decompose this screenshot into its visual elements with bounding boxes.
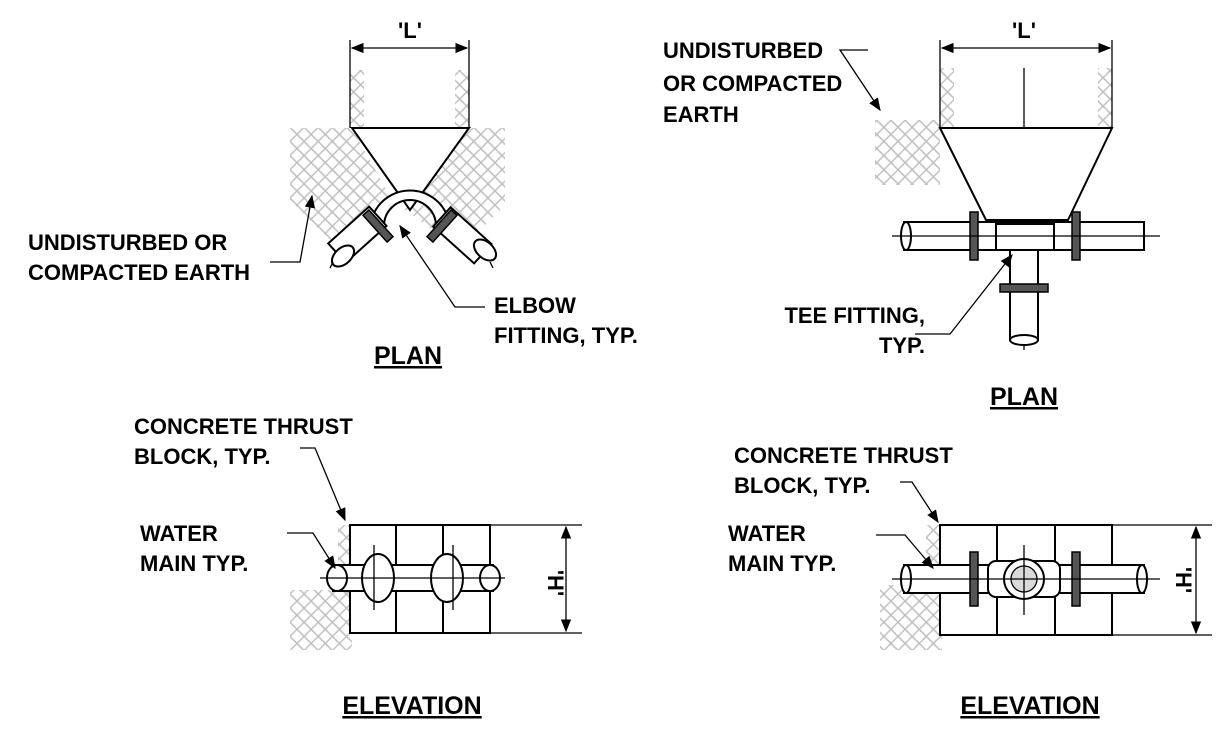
right-plan-view: 'L' UNDISTURBED OR COMPACTED EARTH TEE F… [663, 18, 1160, 411]
view-title: PLAN [990, 383, 1058, 411]
earth-label: COMPACTED EARTH [28, 260, 250, 285]
fitting-label: TEE FITTING, [784, 303, 925, 328]
fitting-label: TYP. [879, 333, 925, 358]
view-title: ELEVATION [960, 692, 1099, 720]
earth-hatch [455, 70, 469, 128]
dimension-h-label: 'H' [543, 570, 568, 596]
tee-fitting [892, 211, 1160, 346]
water-main-label: WATER [728, 521, 806, 546]
earth-label: EARTH [663, 102, 739, 127]
dimension-l-label: 'L' [1012, 18, 1036, 43]
earth-hatch [350, 70, 364, 128]
water-main-label: MAIN TYP. [140, 551, 248, 576]
earth-hatch [1098, 68, 1112, 128]
dimension-l-label: 'L' [398, 18, 422, 43]
block-label: BLOCK, TYP. [134, 444, 271, 469]
view-title: ELEVATION [342, 692, 481, 720]
fitting-label: FITTING, TYP. [494, 323, 638, 348]
earth-label: UNDISTURBED [663, 38, 823, 63]
thrust-block-plan [350, 127, 471, 212]
elbow-fitting [326, 189, 498, 269]
earth-label: OR COMPACTED [663, 71, 842, 96]
block-label: BLOCK, TYP. [734, 473, 871, 498]
view-title: PLAN [374, 342, 442, 370]
earth-label: UNDISTURBED OR [28, 230, 227, 255]
earth-hatch [290, 590, 352, 650]
water-main-label: MAIN TYP. [728, 551, 836, 576]
thrust-block-plan [938, 127, 1114, 221]
water-main-label: WATER [140, 521, 218, 546]
earth-hatch [880, 585, 942, 650]
dimension-h-label: 'H' [1171, 567, 1196, 593]
earth-hatch [398, 128, 505, 235]
earth-hatch [875, 120, 940, 185]
right-elevation-view: 'H' CONCRETE THRUST BLOCK, TYP. WATER MA… [728, 443, 1212, 720]
block-label: CONCRETE THRUST [134, 414, 353, 439]
left-plan-view: 'L' UNDISTURBED OR COMPACTED EARTH ELBOW… [28, 18, 638, 370]
left-elevation-view: 'H' CONCRETE THRUST BLOCK, TYP. WATER MA… [134, 414, 582, 720]
earth-hatch [940, 68, 954, 128]
block-label: CONCRETE THRUST [734, 443, 953, 468]
fitting-label: ELBOW [494, 293, 576, 318]
